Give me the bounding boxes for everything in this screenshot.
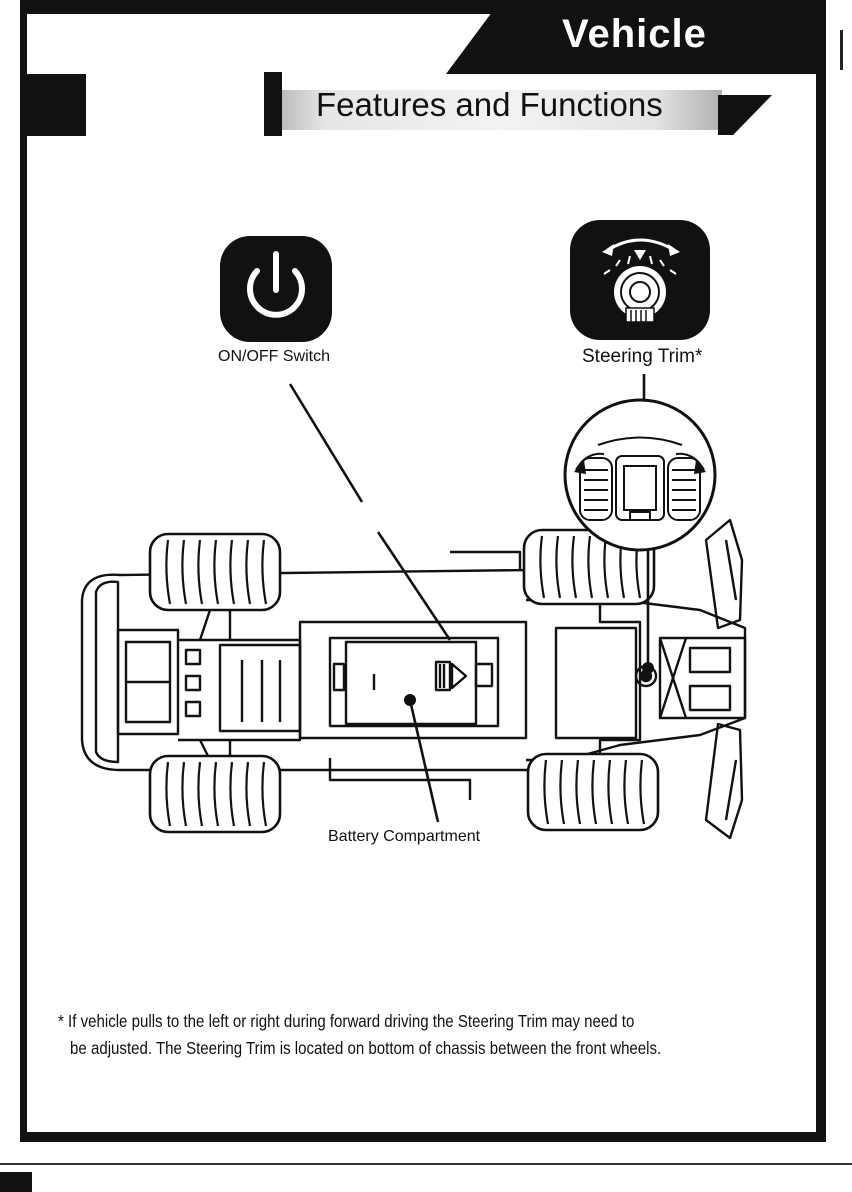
rear-right-tyre (150, 756, 280, 832)
steering-trim-inset (565, 400, 715, 550)
footnote: * If vehicle pulls to the left or right … (58, 1008, 694, 1062)
footnote-line-1: * If vehicle pulls to the left or right … (58, 1008, 694, 1035)
battery-compartment-label: Battery Compartment (328, 828, 480, 846)
footnote-line-2: be adjusted. The Steering Trim is locate… (58, 1035, 694, 1062)
front-right-tyre (528, 754, 658, 830)
scan-corner-mark (0, 1172, 32, 1192)
scan-edge-line (0, 1163, 852, 1165)
rear-left-tyre (150, 534, 280, 610)
